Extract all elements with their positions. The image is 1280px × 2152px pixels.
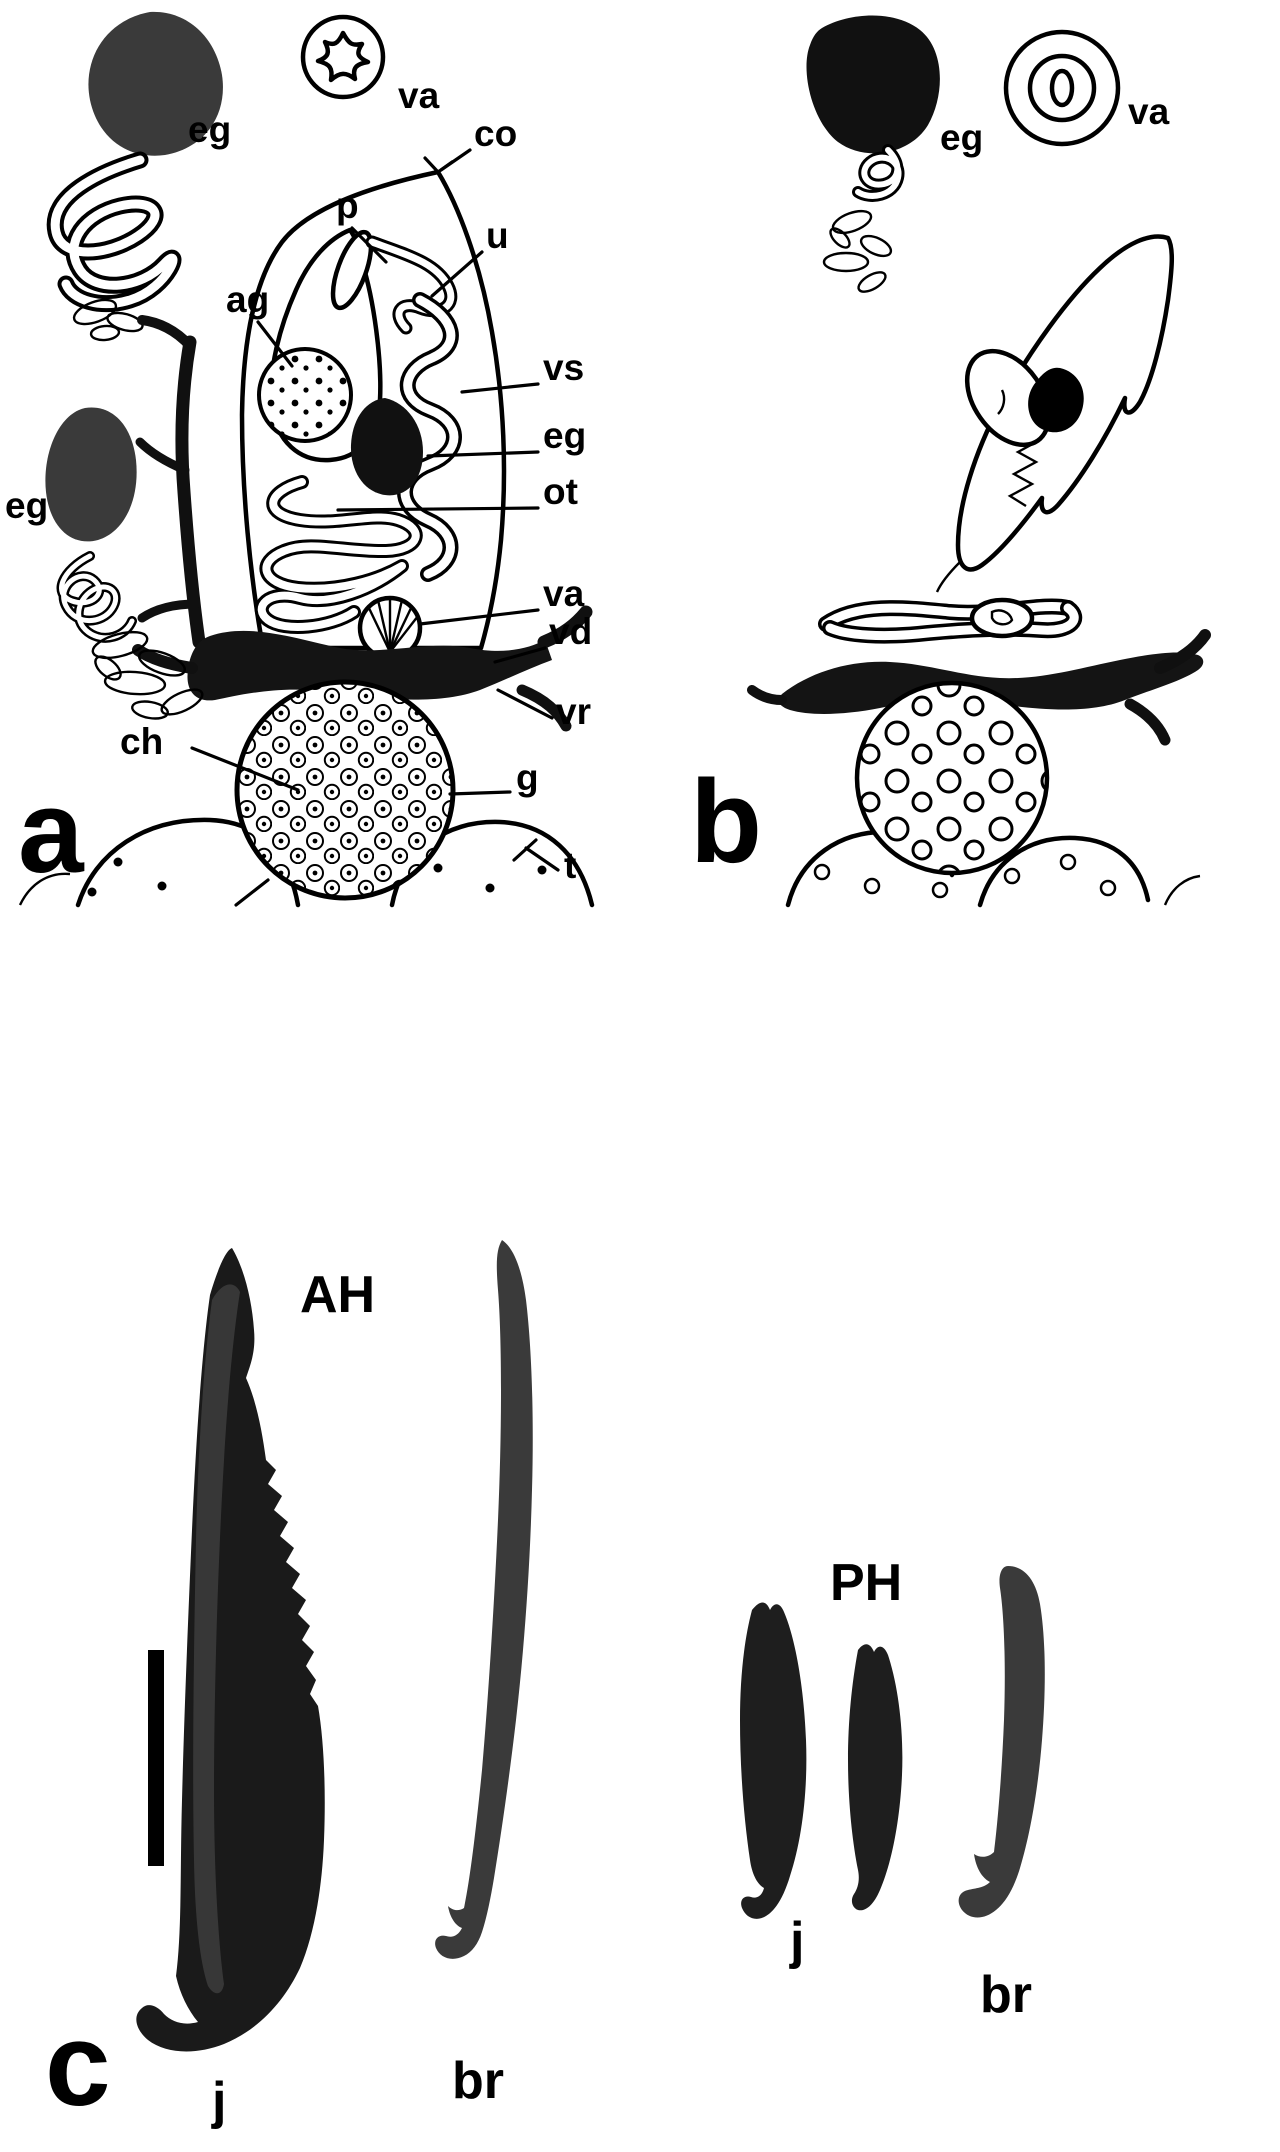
leader-u: [430, 250, 484, 298]
gonad-b-cells: [854, 680, 1050, 876]
egg-capsule-left: [45, 407, 137, 542]
vagina-lower: [357, 595, 423, 661]
label-g: g: [516, 757, 539, 798]
label-eg-left: eg: [5, 485, 48, 526]
panel-b: eg va: [690, 15, 1211, 908]
fine-coil-scribble: [72, 298, 144, 342]
gonad-b: [854, 680, 1050, 876]
label-eg-top: eg: [188, 109, 231, 150]
dark-band-b: [747, 629, 1211, 746]
label-ch: ch: [120, 721, 163, 762]
label-ph-br: br: [980, 1966, 1032, 2024]
label-u: u: [486, 215, 509, 256]
leader-g: [448, 790, 512, 796]
label-vs: vs: [543, 347, 584, 388]
label-vd: vd: [549, 611, 592, 652]
egg-mass-left: eg: [5, 407, 204, 720]
egg-capsule-shape: [88, 11, 223, 156]
leader-lines-a: [190, 148, 560, 872]
label-p: p: [336, 185, 359, 226]
label-ag: ag: [226, 279, 269, 320]
testis-dots-b: [813, 853, 1117, 899]
egg-coil-tube-inner: [50, 155, 178, 308]
folded-oviduct-b: [818, 597, 1083, 644]
leader-eg-mid: [426, 450, 540, 458]
label-eg-b: eg: [940, 117, 983, 158]
egg-in-oviduct: [350, 398, 423, 496]
ph-jaw-1: [740, 1602, 807, 1919]
testis-dots: [87, 857, 547, 897]
label-co: co: [474, 113, 517, 154]
ph-bristle-shape: [958, 1566, 1045, 1918]
label-va-low: va: [543, 573, 585, 614]
gonad: [234, 679, 456, 907]
oval-section-b: [969, 597, 1035, 639]
ah-jaw-highlight: [193, 1284, 240, 1994]
ah-jaw: AH j: [136, 1248, 375, 2130]
panel-letter-c: c: [45, 1999, 111, 2131]
egg-capsule-b: [806, 15, 940, 154]
band-shape: [187, 630, 552, 701]
scale-bar: [148, 1650, 164, 1866]
egg-mass-top-left: eg: [46, 11, 231, 342]
reproductive-body-b: [935, 234, 1175, 593]
leader-ot: [336, 506, 540, 512]
ph-group: PH j br: [740, 1554, 1045, 2024]
ah-bristle-shape: [435, 1240, 533, 1959]
vagina-lumen-star: [315, 30, 371, 83]
left-vessel: [135, 315, 206, 649]
label-ah-br: br: [452, 2052, 504, 2110]
dark-gland-b: [1028, 367, 1084, 433]
label-t: t: [564, 845, 576, 886]
leader-p: [350, 226, 388, 264]
label-ah: AH: [300, 1266, 375, 1324]
penis-shape: [330, 229, 374, 311]
ah-jaw-shape: [136, 1248, 325, 2052]
leader-ag: [256, 320, 294, 368]
leader-ch: [190, 746, 300, 792]
label-ot: ot: [543, 471, 578, 512]
leader-vs: [460, 382, 540, 394]
reproductive-system-body: [132, 156, 593, 732]
leader-co: [439, 148, 472, 172]
panel-letter-a: a: [18, 766, 85, 898]
panel-letter-b: b: [690, 756, 762, 888]
label-ph-j: j: [789, 1912, 804, 1970]
penial-sac: [257, 227, 383, 463]
band-shape-b: [778, 652, 1204, 714]
fine-coil-scribble-b: [822, 209, 893, 293]
ah-bristle: br: [435, 1240, 533, 2110]
gonad-cells: [234, 679, 456, 901]
vagina-section-top: va: [300, 14, 440, 116]
leader-vr: [496, 688, 554, 720]
label-va-b: va: [1128, 91, 1170, 132]
leader-vd: [493, 646, 547, 664]
label-ph: PH: [830, 1554, 902, 1612]
label-va-top: va: [398, 75, 440, 116]
leader-t-tick: [512, 838, 538, 862]
label-eg-mid: eg: [543, 415, 586, 456]
leader-t: [524, 846, 560, 872]
fine-coil-scribble-left: [91, 630, 204, 720]
seminal-vesicle-tube: [397, 292, 462, 582]
panel-c: AH j br PH j br c: [45, 1240, 1045, 2131]
oviduct-coils: [254, 475, 423, 634]
uterine-duct: [365, 235, 458, 335]
panel-a: eg va: [5, 11, 595, 908]
label-vr: vr: [556, 691, 591, 732]
vagina-fan-lines: [366, 598, 419, 653]
label-ah-j: j: [211, 2072, 226, 2130]
ph-jaw-2: [848, 1644, 903, 1911]
vagina-section-b: va: [1003, 29, 1170, 147]
albumen-gland: [257, 347, 353, 443]
leader-va-low: [418, 608, 540, 626]
egg-mass-b: eg: [806, 15, 983, 293]
